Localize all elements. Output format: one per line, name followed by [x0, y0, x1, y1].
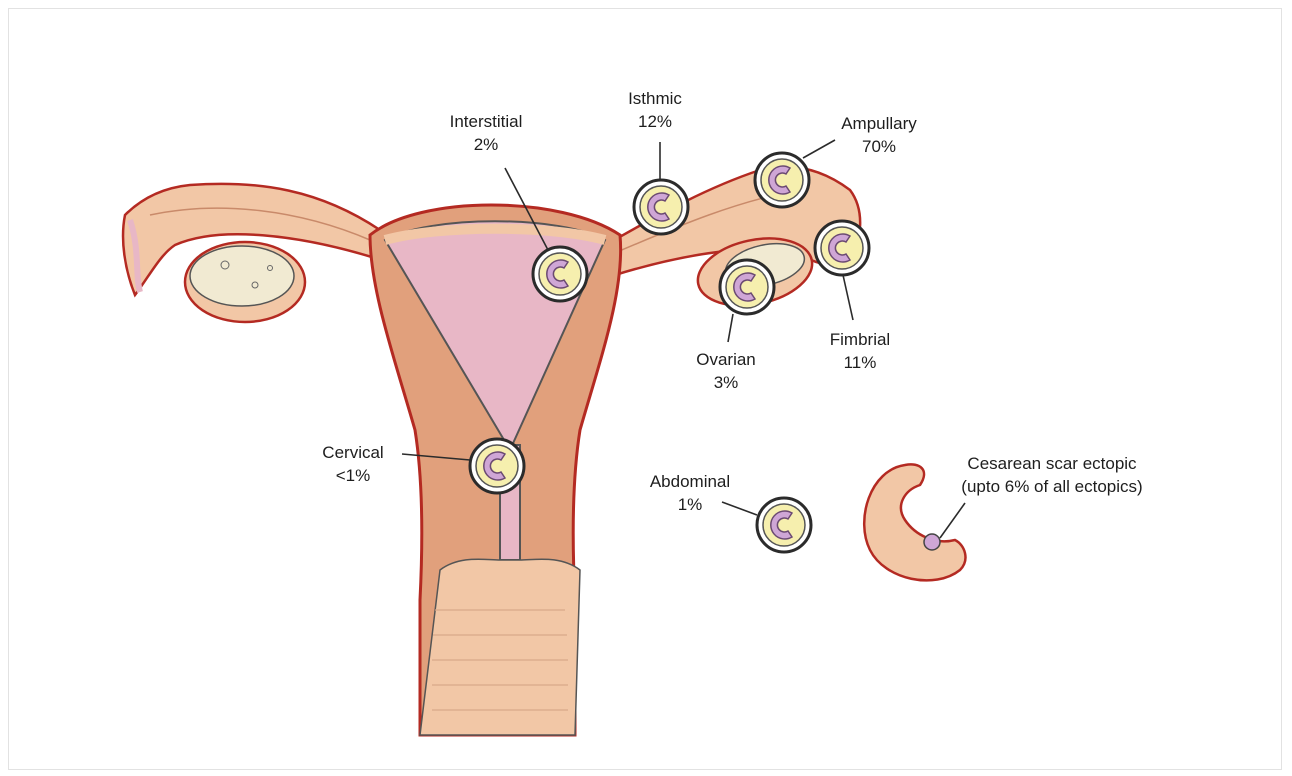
- label-ovarian: Ovarian 3%: [676, 348, 776, 394]
- sac-fimbrial: [815, 221, 869, 275]
- label-cervical-pct: <1%: [300, 464, 406, 487]
- label-cesarean: Cesarean scar ectopic (upto 6% of all ec…: [922, 452, 1182, 498]
- label-isthmic-pct: 12%: [600, 110, 710, 133]
- label-cesarean-pct: (upto 6% of all ectopics): [922, 475, 1182, 498]
- label-cesarean-name: Cesarean scar ectopic: [922, 452, 1182, 475]
- left-ovary: [185, 242, 305, 322]
- label-interstitial: Interstitial 2%: [424, 110, 548, 156]
- sac-ampullary: [755, 153, 809, 207]
- label-isthmic-name: Isthmic: [600, 87, 710, 110]
- label-interstitial-name: Interstitial: [424, 110, 548, 133]
- label-abdominal-pct: 1%: [630, 493, 750, 516]
- sac-interstitial: [533, 247, 587, 301]
- label-interstitial-pct: 2%: [424, 133, 548, 156]
- sac-ovarian: [720, 260, 774, 314]
- label-fimbrial-name: Fimbrial: [810, 328, 910, 351]
- label-fimbrial-pct: 11%: [810, 351, 910, 374]
- label-ampullary: Ampullary 70%: [818, 112, 940, 158]
- label-cervical-name: Cervical: [300, 441, 406, 464]
- label-fimbrial: Fimbrial 11%: [810, 328, 910, 374]
- label-abdominal-name: Abdominal: [630, 470, 750, 493]
- label-cervical: Cervical <1%: [300, 441, 406, 487]
- label-ampullary-name: Ampullary: [818, 112, 940, 135]
- sac-isthmic: [634, 180, 688, 234]
- label-isthmic: Isthmic 12%: [600, 87, 710, 133]
- label-ovarian-name: Ovarian: [676, 348, 776, 371]
- sac-abdominal: [757, 498, 811, 552]
- label-abdominal: Abdominal 1%: [630, 470, 750, 516]
- sac-cervical: [470, 439, 524, 493]
- label-ampullary-pct: 70%: [818, 135, 940, 158]
- label-ovarian-pct: 3%: [676, 371, 776, 394]
